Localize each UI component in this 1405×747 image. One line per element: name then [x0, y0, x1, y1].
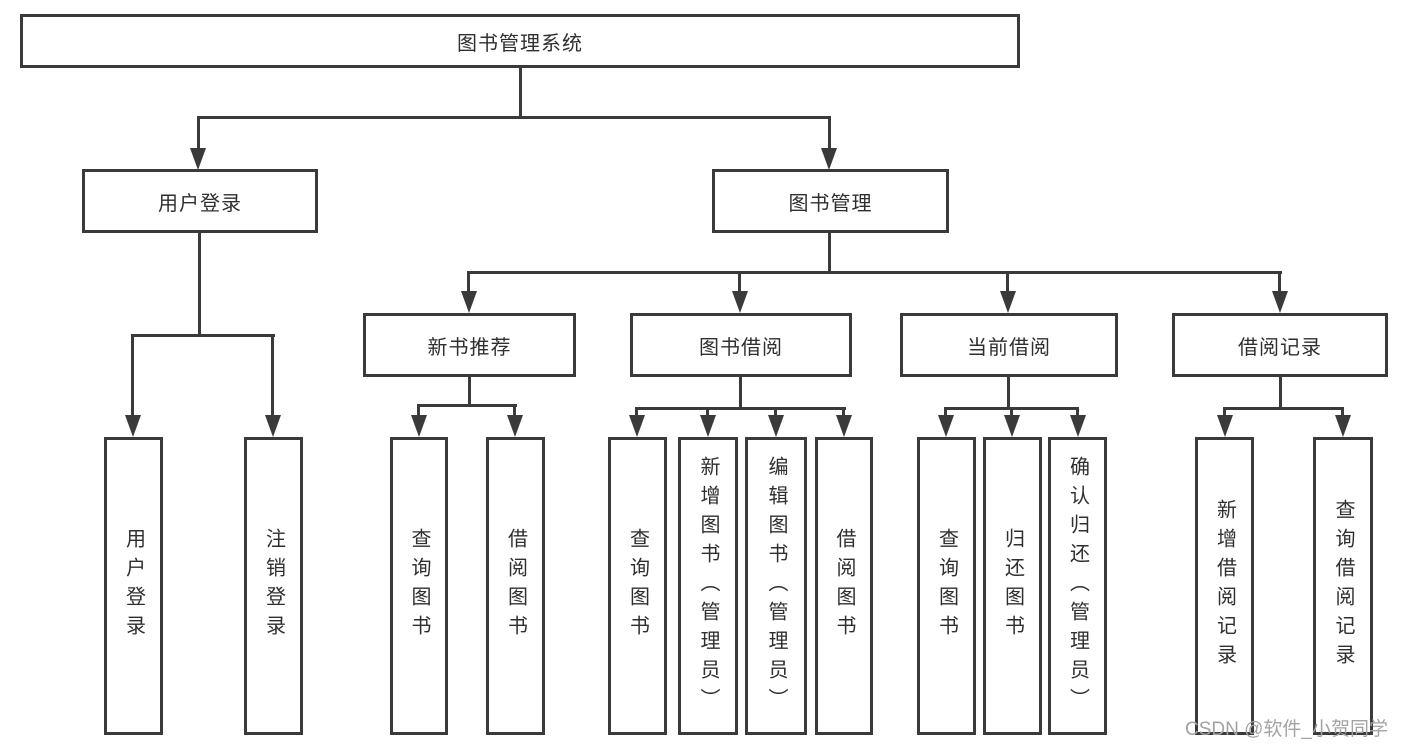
connector-login-rail: [132, 334, 275, 337]
arrowhead-down-icon: [700, 415, 716, 437]
connector-drop: [774, 407, 777, 417]
arrowhead-down-icon: [1000, 291, 1016, 313]
connector-records-rail: [1224, 407, 1344, 410]
leaf-add-borrow-record: 新增借阅记录: [1195, 437, 1254, 735]
arrowhead-down-icon: [190, 148, 206, 170]
leaf-logout: 注销登录: [244, 437, 303, 735]
node-user-login: 用户登录: [82, 169, 318, 233]
connector-login-stem: [198, 232, 201, 336]
connector-level3-rail: [467, 271, 1282, 274]
arrowhead-down-icon: [411, 415, 427, 437]
connector-drop: [1341, 407, 1344, 417]
connector-drop: [635, 407, 638, 417]
node-book-borrow: 图书借阅: [630, 313, 852, 377]
leaf-confirm-return-admin: 确认归还（管理员）: [1048, 437, 1107, 735]
leaf-query-borrow-record: 查询借阅记录: [1313, 437, 1373, 735]
arrowhead-down-icon: [938, 415, 954, 437]
connector-records-stem: [1279, 377, 1282, 409]
connector-drop-login-leaf1: [131, 334, 134, 415]
arrowhead-down-icon: [1217, 415, 1233, 437]
leaf-recommend-query-books: 查询图书: [390, 437, 448, 735]
connector-drop: [417, 404, 420, 417]
connector-drop: [1223, 407, 1226, 417]
connector-drop: [706, 407, 709, 417]
connector-root-stem: [519, 68, 522, 118]
leaf-return-books: 归还图书: [983, 437, 1042, 735]
arrowhead-down-icon: [821, 148, 837, 170]
arrowhead-down-icon: [732, 291, 748, 313]
connector-drop-book-management: [828, 116, 831, 150]
connector-recommend-rail: [418, 404, 517, 407]
csdn-watermark: CSDN @软件_小贺同学: [1185, 719, 1388, 740]
node-borrow-records: 借阅记录: [1172, 313, 1388, 377]
connector-drop: [1010, 407, 1013, 417]
node-new-book-recommend: 新书推荐: [363, 313, 576, 377]
arrowhead-down-icon: [1070, 415, 1086, 437]
connector-mgmt-stem: [828, 232, 831, 273]
arrowhead-down-icon: [1004, 415, 1020, 437]
connector-drop: [842, 407, 845, 417]
connector-borrow-stem: [739, 377, 742, 409]
leaf-user-login: 用户登录: [104, 437, 163, 735]
connector-drop-borrow: [738, 271, 741, 293]
connector-recommend-stem: [468, 377, 471, 406]
connector-drop-records: [1278, 271, 1281, 293]
leaf-current-query-books: 查询图书: [917, 437, 976, 735]
arrowhead-down-icon: [768, 415, 784, 437]
leaf-recommend-borrow-books: 借阅图书: [486, 437, 545, 735]
arrowhead-down-icon: [461, 291, 477, 313]
arrowhead-down-icon: [265, 415, 281, 437]
arrowhead-down-icon: [1335, 415, 1351, 437]
arrowhead-down-icon: [836, 415, 852, 437]
connector-borrow-rail: [636, 407, 846, 410]
connector-drop: [1076, 407, 1079, 417]
connector-drop-login-leaf2: [271, 334, 274, 415]
node-library-management-system: 图书管理系统: [20, 14, 1020, 68]
leaf-borrow-query-books: 查询图书: [608, 437, 667, 735]
connector-level2-rail: [197, 116, 831, 119]
node-current-borrow: 当前借阅: [900, 313, 1118, 377]
connector-drop: [944, 407, 947, 417]
arrowhead-down-icon: [125, 415, 141, 437]
arrowhead-down-icon: [1272, 291, 1288, 313]
connector-drop-recommend: [467, 271, 470, 293]
connector-drop: [513, 404, 516, 417]
arrowhead-down-icon: [507, 415, 523, 437]
leaf-borrow-books: 借阅图书: [815, 437, 873, 735]
connector-drop-current: [1006, 271, 1009, 293]
connector-current-stem: [1007, 377, 1010, 409]
leaf-add-books-admin: 新增图书（管理员）: [678, 437, 738, 735]
connector-drop-user-login: [197, 116, 200, 150]
node-book-management: 图书管理: [712, 169, 949, 233]
arrowhead-down-icon: [629, 415, 645, 437]
leaf-edit-books-admin: 编辑图书（管理员）: [745, 437, 807, 735]
